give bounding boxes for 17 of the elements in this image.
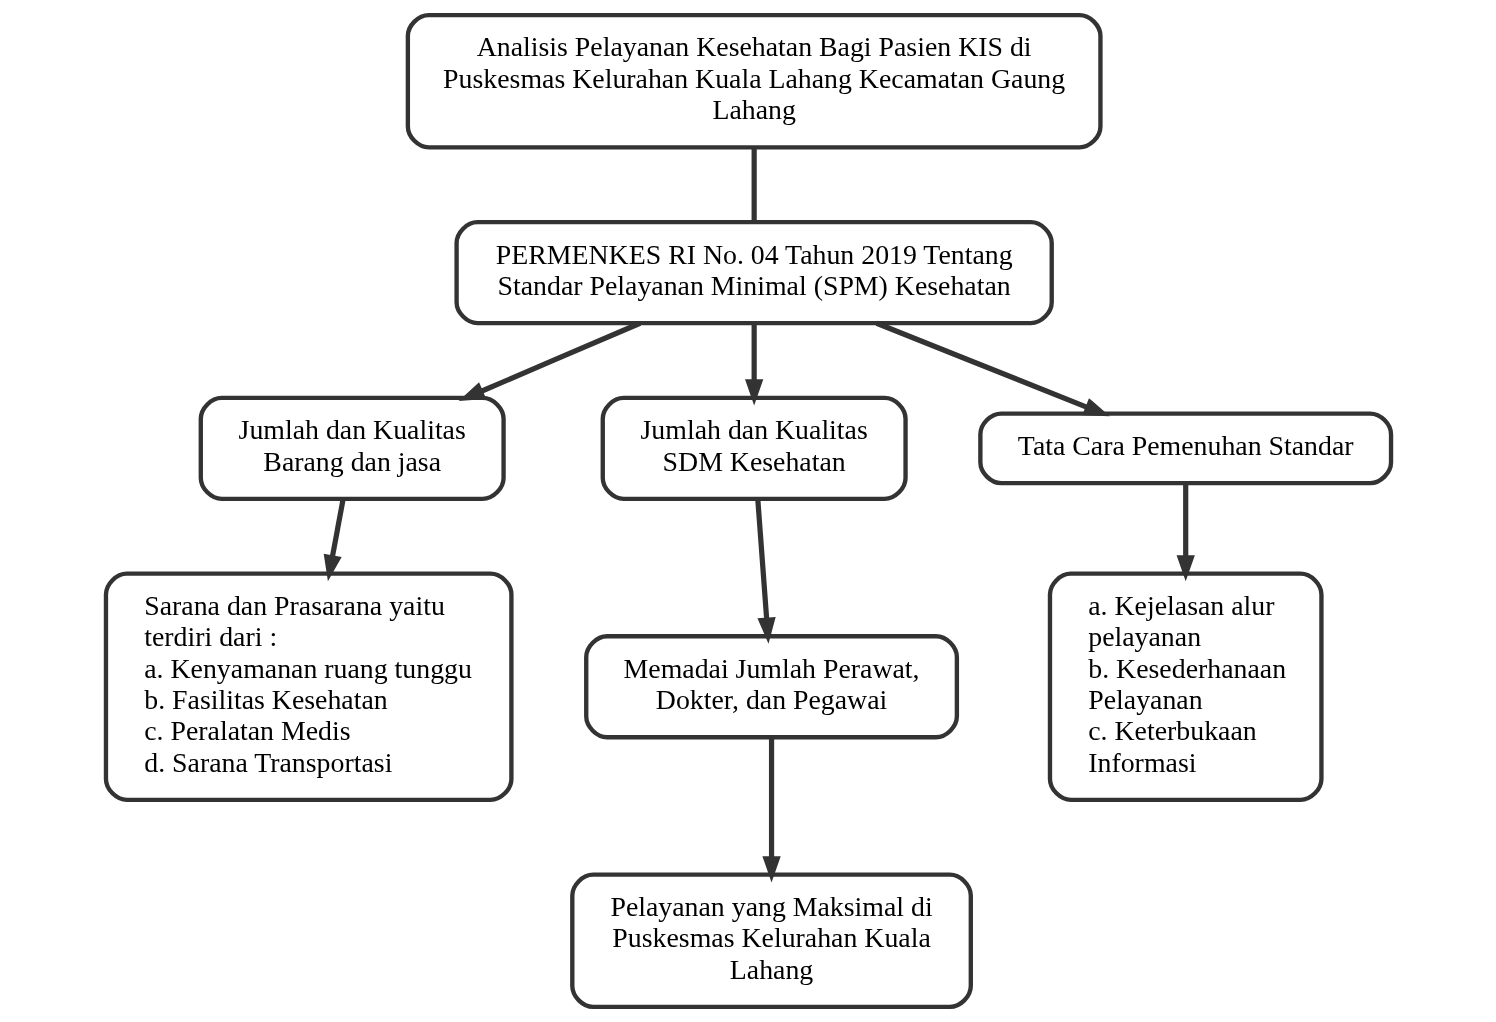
node-box: Tata Cara Pemenuhan Standar [977,411,1393,486]
node-box: Sarana dan Prasarana yaitu terdiri dari : a. Kenyamanan ruang tunggu b. Fasilitas Kesehatan c. Peralatan Medis d. Sarana Transportasi [103,571,514,803]
arrow [754,499,776,644]
arrow [761,737,781,883]
node-box: Jumlah dan Kualitas Barang dan jasa [198,395,506,501]
arrow [744,323,763,406]
node-box: PERMENKES RI No. 04 Tahun 2019 Tentang Standar Pelayanan Minimal (SPM) Kesehatan [453,219,1054,326]
node-box: Memadai Jumlah Perawat, Dokter, dan Pegawai [583,634,959,740]
arrow [875,320,1110,417]
arrow [1176,483,1195,582]
arrow [323,498,346,582]
node-box: Jumlah dan Kualitas SDM Kesehatan [600,395,908,501]
node-box: Pelayanan yang Maksimal di Puskesmas Kelurahan Kuala Lahang [569,872,973,1010]
node-box: a. Kejelasan alur pelayanan b. Kesederhanaan Pelayanan c. Keterbukaan Informasi [1047,571,1324,803]
connector [751,147,757,223]
arrow [458,320,641,401]
node-box: Analisis Pelayanan Kesehatan Bagi Pasien KIS di Puskesmas Kelurahan Kuala Lahang Kecamatan Gaung Lahang [405,12,1103,150]
